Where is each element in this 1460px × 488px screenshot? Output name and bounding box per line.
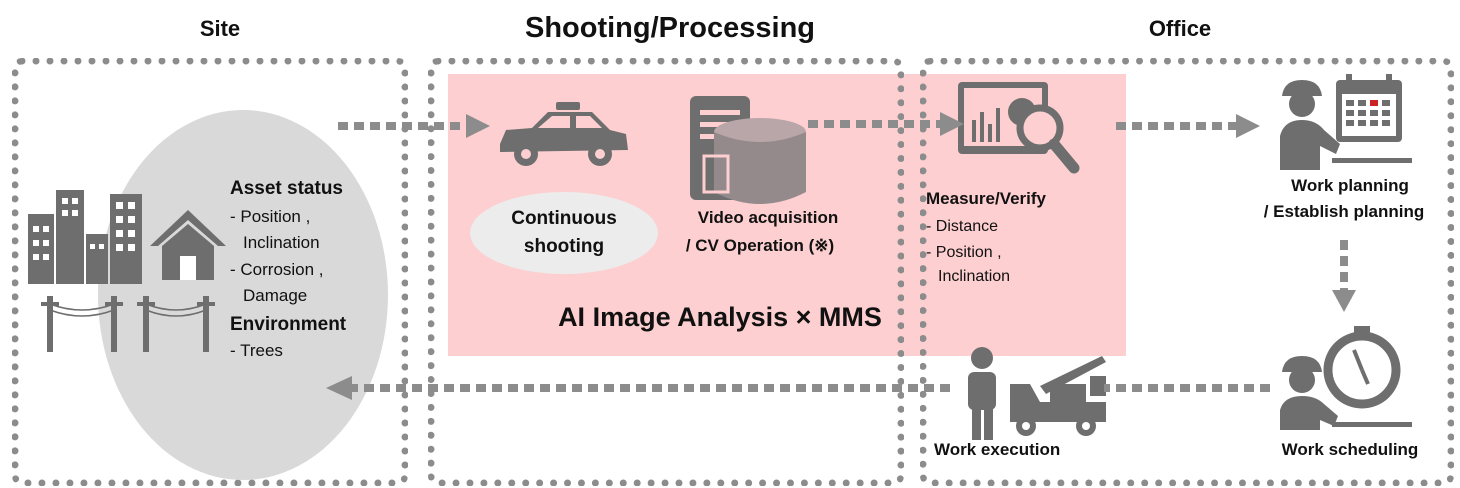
asset-item: Damage <box>243 286 308 305</box>
section-title-office: Office <box>1148 16 1212 41</box>
environment-title: Environment <box>230 314 347 335</box>
section-title-processing: Shooting/Processing <box>524 12 816 44</box>
continuous-shooting-line: Continuous <box>511 208 617 229</box>
chart-magnifier-icon <box>958 82 1080 174</box>
arrowhead-right <box>940 112 964 136</box>
arrowhead-down <box>1332 290 1356 312</box>
arrowhead-left <box>326 376 352 400</box>
work-planning-line: / Establish planning <box>1263 202 1425 221</box>
arrowhead-right <box>1236 114 1260 138</box>
measure-item: Inclination <box>938 268 1011 285</box>
utility-poles-icon <box>41 296 215 352</box>
work-scheduling-label: Work scheduling <box>1281 440 1419 459</box>
asset-status-title: Asset status <box>230 178 343 199</box>
asset-item: - Position , <box>230 207 311 226</box>
section-title-site: Site <box>199 16 241 41</box>
processing-frame <box>428 58 904 486</box>
worker-calendar-icon <box>1280 74 1412 170</box>
continuous-shooting-badge <box>470 192 658 274</box>
arrowhead-right <box>466 114 490 138</box>
patrol-car-icon <box>500 102 628 166</box>
measure-verify-title: Measure/Verify <box>926 189 1047 208</box>
work-planning-line: Work planning <box>1291 176 1409 195</box>
continuous-shooting-line: shooting <box>523 236 605 257</box>
worker-stopwatch-icon <box>1280 326 1412 430</box>
video-acquisition-line: Video acquisition <box>697 208 839 227</box>
asset-item: - Corrosion , <box>230 260 324 279</box>
server-database-icon <box>690 96 806 204</box>
measure-item: - Distance <box>926 218 999 235</box>
site-ellipse <box>98 110 388 480</box>
ai-analysis-banner: AI Image Analysis × MMS <box>558 302 882 332</box>
work-execution-label: Work execution <box>934 440 1061 459</box>
office-frame <box>920 58 1454 486</box>
measure-item: - Position , <box>926 244 1002 261</box>
worker-crane-truck-icon <box>968 347 1106 440</box>
asset-item: Inclination <box>243 233 320 252</box>
video-acquisition-line: / CV Operation (※) <box>685 236 835 255</box>
city-buildings-icon <box>28 190 142 284</box>
site-frame <box>12 58 408 486</box>
house-icon <box>150 210 226 280</box>
environment-item: - Trees <box>230 341 283 360</box>
